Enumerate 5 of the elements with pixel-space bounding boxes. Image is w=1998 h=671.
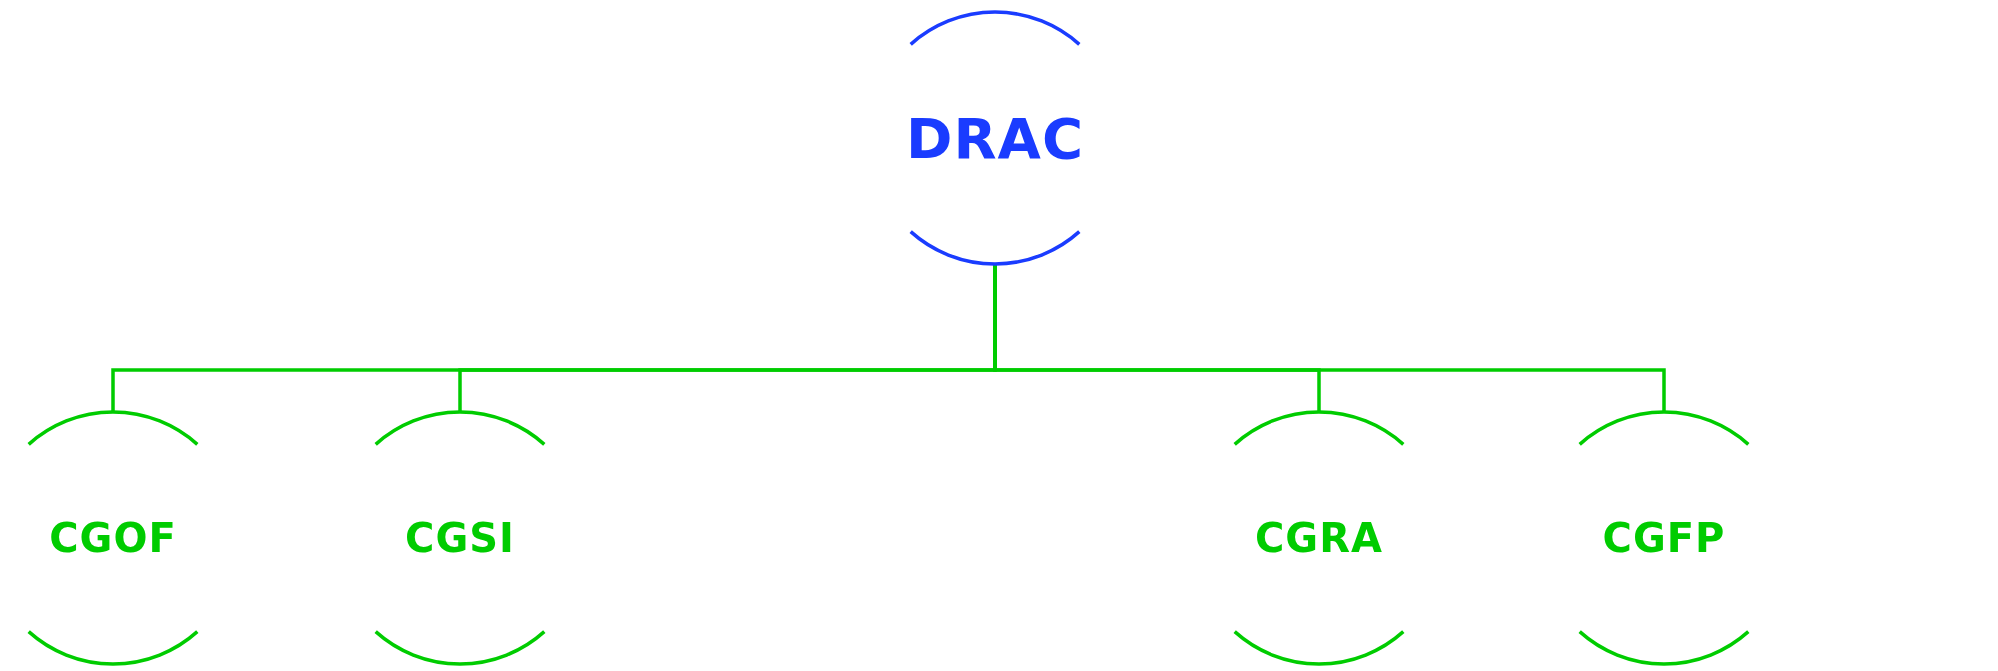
node-label: CGOF [49, 515, 177, 561]
node-label: CGFP [1602, 515, 1726, 561]
node-label: DRAC [905, 105, 1084, 171]
node-label: CGRA [1255, 515, 1383, 561]
node-label: CGSI [405, 515, 515, 561]
